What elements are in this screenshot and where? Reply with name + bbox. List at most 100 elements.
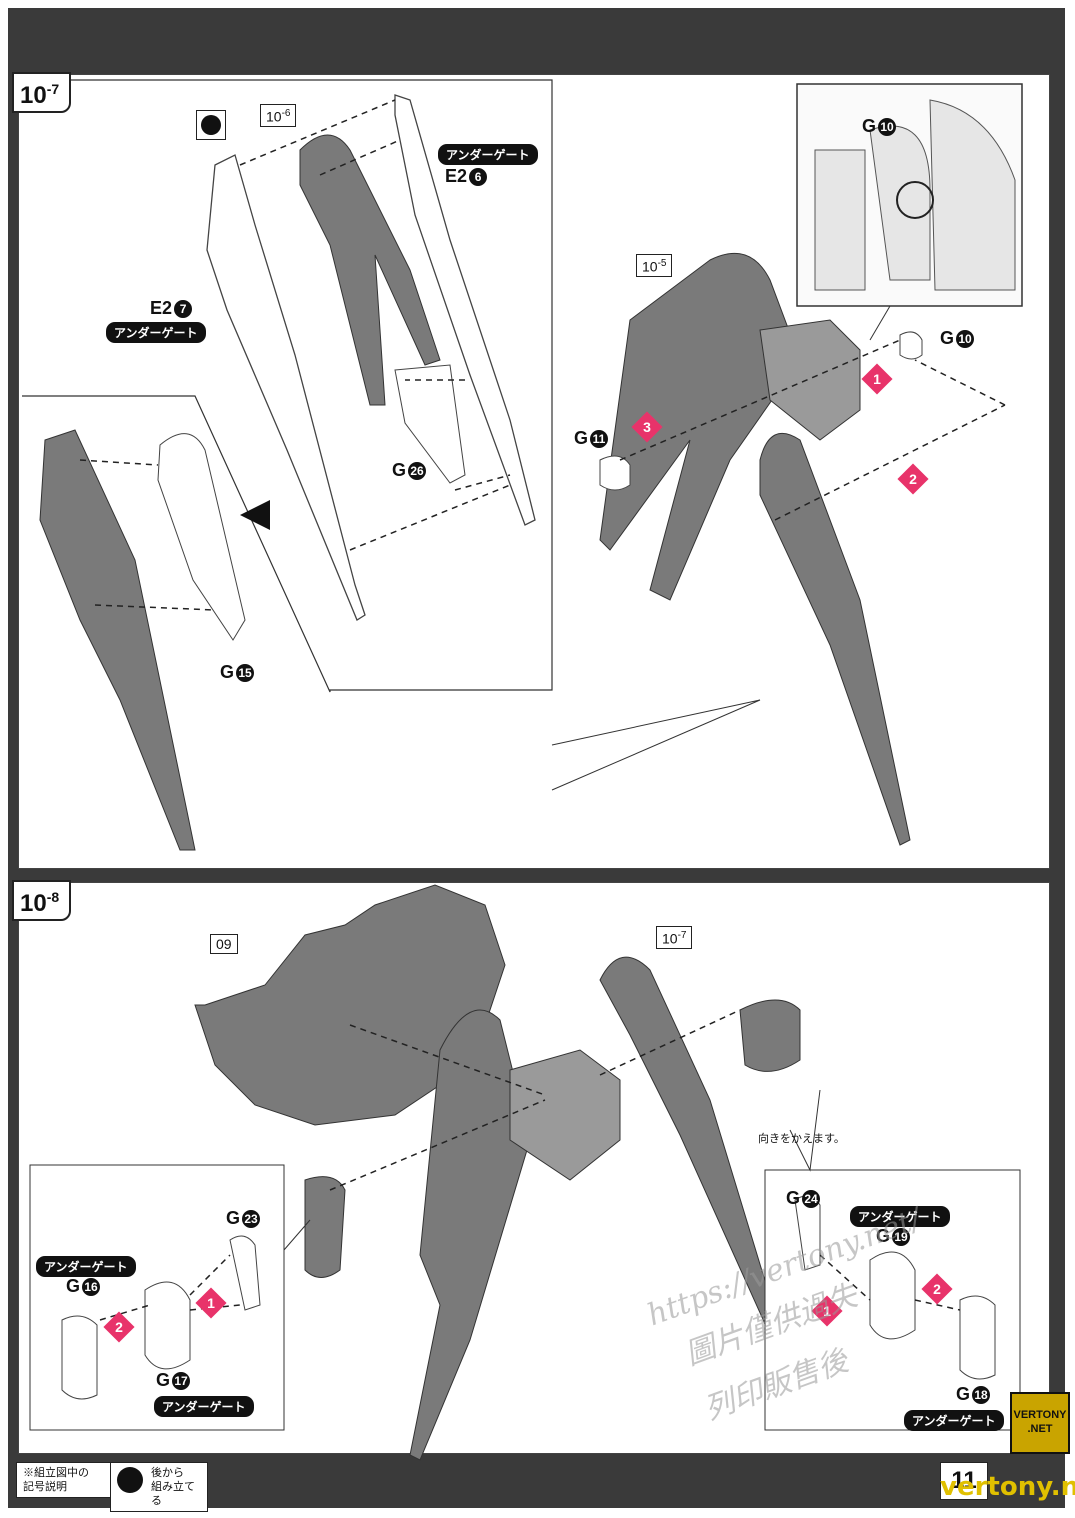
part-number: 23 — [242, 1210, 261, 1229]
left-step-marker-2: 2 — [103, 1311, 135, 1343]
wing-pair-left — [409, 1009, 531, 1461]
part-number: 18 — [972, 1386, 991, 1405]
wing-blade-10-6 — [299, 134, 441, 406]
step-tag-10-7: 10-7 — [12, 72, 72, 113]
wing-connector — [759, 319, 861, 441]
part-runner: E2 — [445, 166, 468, 186]
part-runner: G — [876, 1226, 891, 1246]
part-runner: G — [66, 1276, 81, 1296]
ref-box-09: 09 — [210, 934, 238, 954]
part-g23 — [229, 1235, 261, 1311]
part-g15-cover — [157, 433, 246, 641]
part-g26 — [394, 364, 466, 484]
ref-box-10-6: 10-6 — [260, 104, 297, 127]
legend-text-line-1: 後から — [151, 1467, 184, 1479]
part-runner: G — [574, 428, 589, 448]
step-tag-number: 10 — [20, 82, 47, 109]
ref-sub: -7 — [677, 930, 687, 941]
inset-frame — [22, 79, 553, 693]
left-step-marker-1: 1 — [195, 1287, 227, 1319]
part-runner: E2 — [150, 298, 173, 318]
step-marker-number: 1 — [207, 1295, 215, 1311]
part-runner: G — [956, 1384, 971, 1404]
part-right-cover — [739, 999, 801, 1072]
wing-center-hub — [509, 1049, 621, 1181]
under-gate-label-e2-6: アンダーゲート — [438, 144, 538, 165]
wing-frame-e2-6 — [394, 94, 536, 526]
page-number: 11 — [940, 1462, 988, 1500]
logo-line-2: .NET — [1027, 1423, 1053, 1435]
ref-number: 10 — [642, 258, 658, 275]
detail-drawing — [814, 99, 1016, 291]
ref-sub: -5 — [657, 258, 667, 269]
part-g18 — [959, 1295, 996, 1380]
wing-10-5 — [599, 252, 801, 601]
part-runner: G — [786, 1188, 801, 1208]
under-gate-label-g16: アンダーゲート — [36, 1256, 136, 1277]
part-number: 7 — [174, 300, 193, 319]
legend-text-line-2: 組み立てる — [151, 1481, 195, 1507]
part-number: 15 — [236, 664, 255, 683]
legend-build-later-box: 後から 組み立てる — [110, 1462, 208, 1512]
step-marker-number: 2 — [115, 1319, 123, 1335]
inset-leader — [551, 699, 761, 791]
under-gate-label-g18: アンダーゲート — [904, 1410, 1004, 1431]
step-tag-10-8: 10-8 — [12, 880, 72, 921]
part-left-cover — [304, 1176, 346, 1278]
part-runner: G — [940, 328, 955, 348]
part-number: 16 — [82, 1278, 101, 1297]
site-watermark: vertony.net — [940, 1472, 1075, 1502]
part-number: 19 — [892, 1228, 911, 1247]
vertony-logo: VERTONY .NET — [1010, 1392, 1070, 1454]
torso-09 — [194, 884, 506, 1126]
ref-number: 10 — [662, 930, 678, 947]
step-tag-sub: -8 — [46, 889, 60, 905]
part-runner: G — [392, 460, 407, 480]
legend-icon-build-later — [196, 110, 226, 140]
under-gate-label-e2-7: アンダーゲート — [106, 322, 206, 343]
right-step-marker-2: 2 — [921, 1273, 953, 1305]
part-number: 10 — [878, 118, 897, 137]
part-number: 11 — [590, 430, 609, 449]
part-runner: G — [156, 1370, 171, 1390]
ref-box-10-5: 10-5 — [636, 254, 673, 277]
part-g17 — [144, 1281, 191, 1370]
part-g19 — [869, 1251, 916, 1340]
wing-lower-right — [759, 432, 911, 846]
part-g11 — [599, 455, 631, 491]
step-tag-sub: -7 — [46, 81, 60, 97]
part-runner: G — [862, 116, 877, 136]
part-number: 24 — [802, 1190, 821, 1209]
ref-number: 10 — [266, 108, 282, 125]
part-number: 6 — [469, 168, 488, 187]
under-gate-label-g19: アンダーゲート — [850, 1206, 950, 1227]
logo-line-1: VERTONY — [1013, 1409, 1067, 1421]
turn-around-note: 向きをかえます。 — [758, 1133, 845, 1145]
legend-title-box: ※組立図中の 記号説明 — [16, 1462, 112, 1498]
part-g10-small — [899, 331, 923, 360]
part-runner: G — [220, 662, 235, 682]
legend-circle-icon — [117, 1467, 143, 1493]
under-gate-label-g17: アンダーゲート — [154, 1396, 254, 1417]
part-number: 10 — [956, 330, 975, 349]
wing-assembled-left — [39, 429, 196, 851]
part-number: 17 — [172, 1372, 191, 1391]
part-number: 26 — [408, 462, 427, 481]
part-g16 — [61, 1315, 98, 1400]
legend-title-line-2: 記号説明 — [23, 1481, 67, 1493]
